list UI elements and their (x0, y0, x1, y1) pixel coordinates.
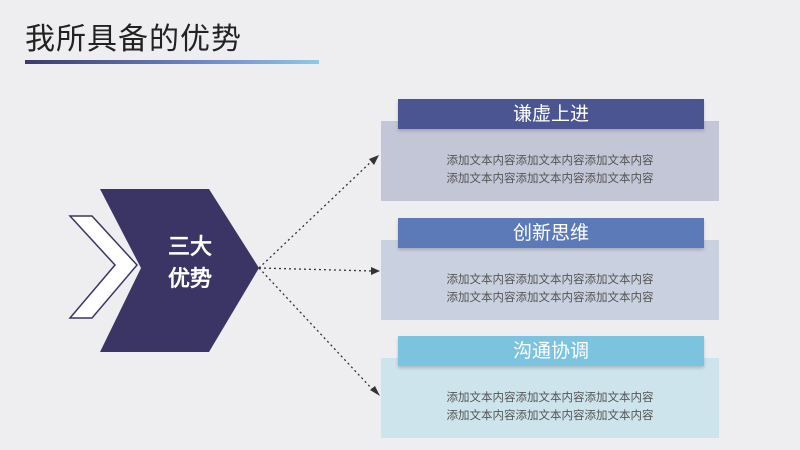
card-text-line: 添加文本内容添加文本内容添加文本内容 (446, 390, 654, 404)
title-underline (25, 60, 319, 64)
card-body: 添加文本内容添加文本内容添加文本内容 添加文本内容添加文本内容添加文本内容 (381, 358, 719, 438)
advantage-card-2: 添加文本内容添加文本内容添加文本内容 添加文本内容添加文本内容添加文本内容 创新… (381, 218, 719, 320)
card-text-line: 添加文本内容添加文本内容添加文本内容 (446, 272, 654, 286)
card-body: 添加文本内容添加文本内容添加文本内容 添加文本内容添加文本内容添加文本内容 (381, 121, 719, 201)
card-text-line: 添加文本内容添加文本内容添加文本内容 (446, 153, 654, 167)
card-text-line: 添加文本内容添加文本内容添加文本内容 (446, 171, 654, 185)
arrowhead-bottom (370, 386, 380, 396)
advantage-card-1: 添加文本内容添加文本内容添加文本内容 添加文本内容添加文本内容添加文本内容 谦虚… (381, 99, 719, 201)
arrow-line-middle (258, 267, 374, 272)
card-text-line: 添加文本内容添加文本内容添加文本内容 (446, 290, 654, 304)
chevron-outline-icon (68, 215, 139, 319)
arrowhead-top (369, 155, 379, 165)
center-label-line2: 优势 (167, 267, 212, 292)
arrowhead-middle (371, 267, 380, 275)
arrow-line-top (258, 159, 374, 269)
center-label: 三大 优势 (150, 232, 230, 296)
card-heading: 创新思维 (398, 218, 704, 248)
card-heading: 谦虚上进 (398, 99, 704, 129)
arrow-line-bottom (258, 267, 374, 391)
center-label-line1: 三大 (167, 235, 212, 260)
advantage-card-3: 添加文本内容添加文本内容添加文本内容 添加文本内容添加文本内容添加文本内容 沟通… (381, 336, 719, 438)
page-title: 我所具备的优势 (25, 22, 242, 57)
card-text-line: 添加文本内容添加文本内容添加文本内容 (446, 408, 654, 422)
card-heading: 沟通协调 (398, 336, 704, 366)
card-body: 添加文本内容添加文本内容添加文本内容 添加文本内容添加文本内容添加文本内容 (381, 240, 719, 320)
main-chevron-shape (100, 189, 259, 352)
